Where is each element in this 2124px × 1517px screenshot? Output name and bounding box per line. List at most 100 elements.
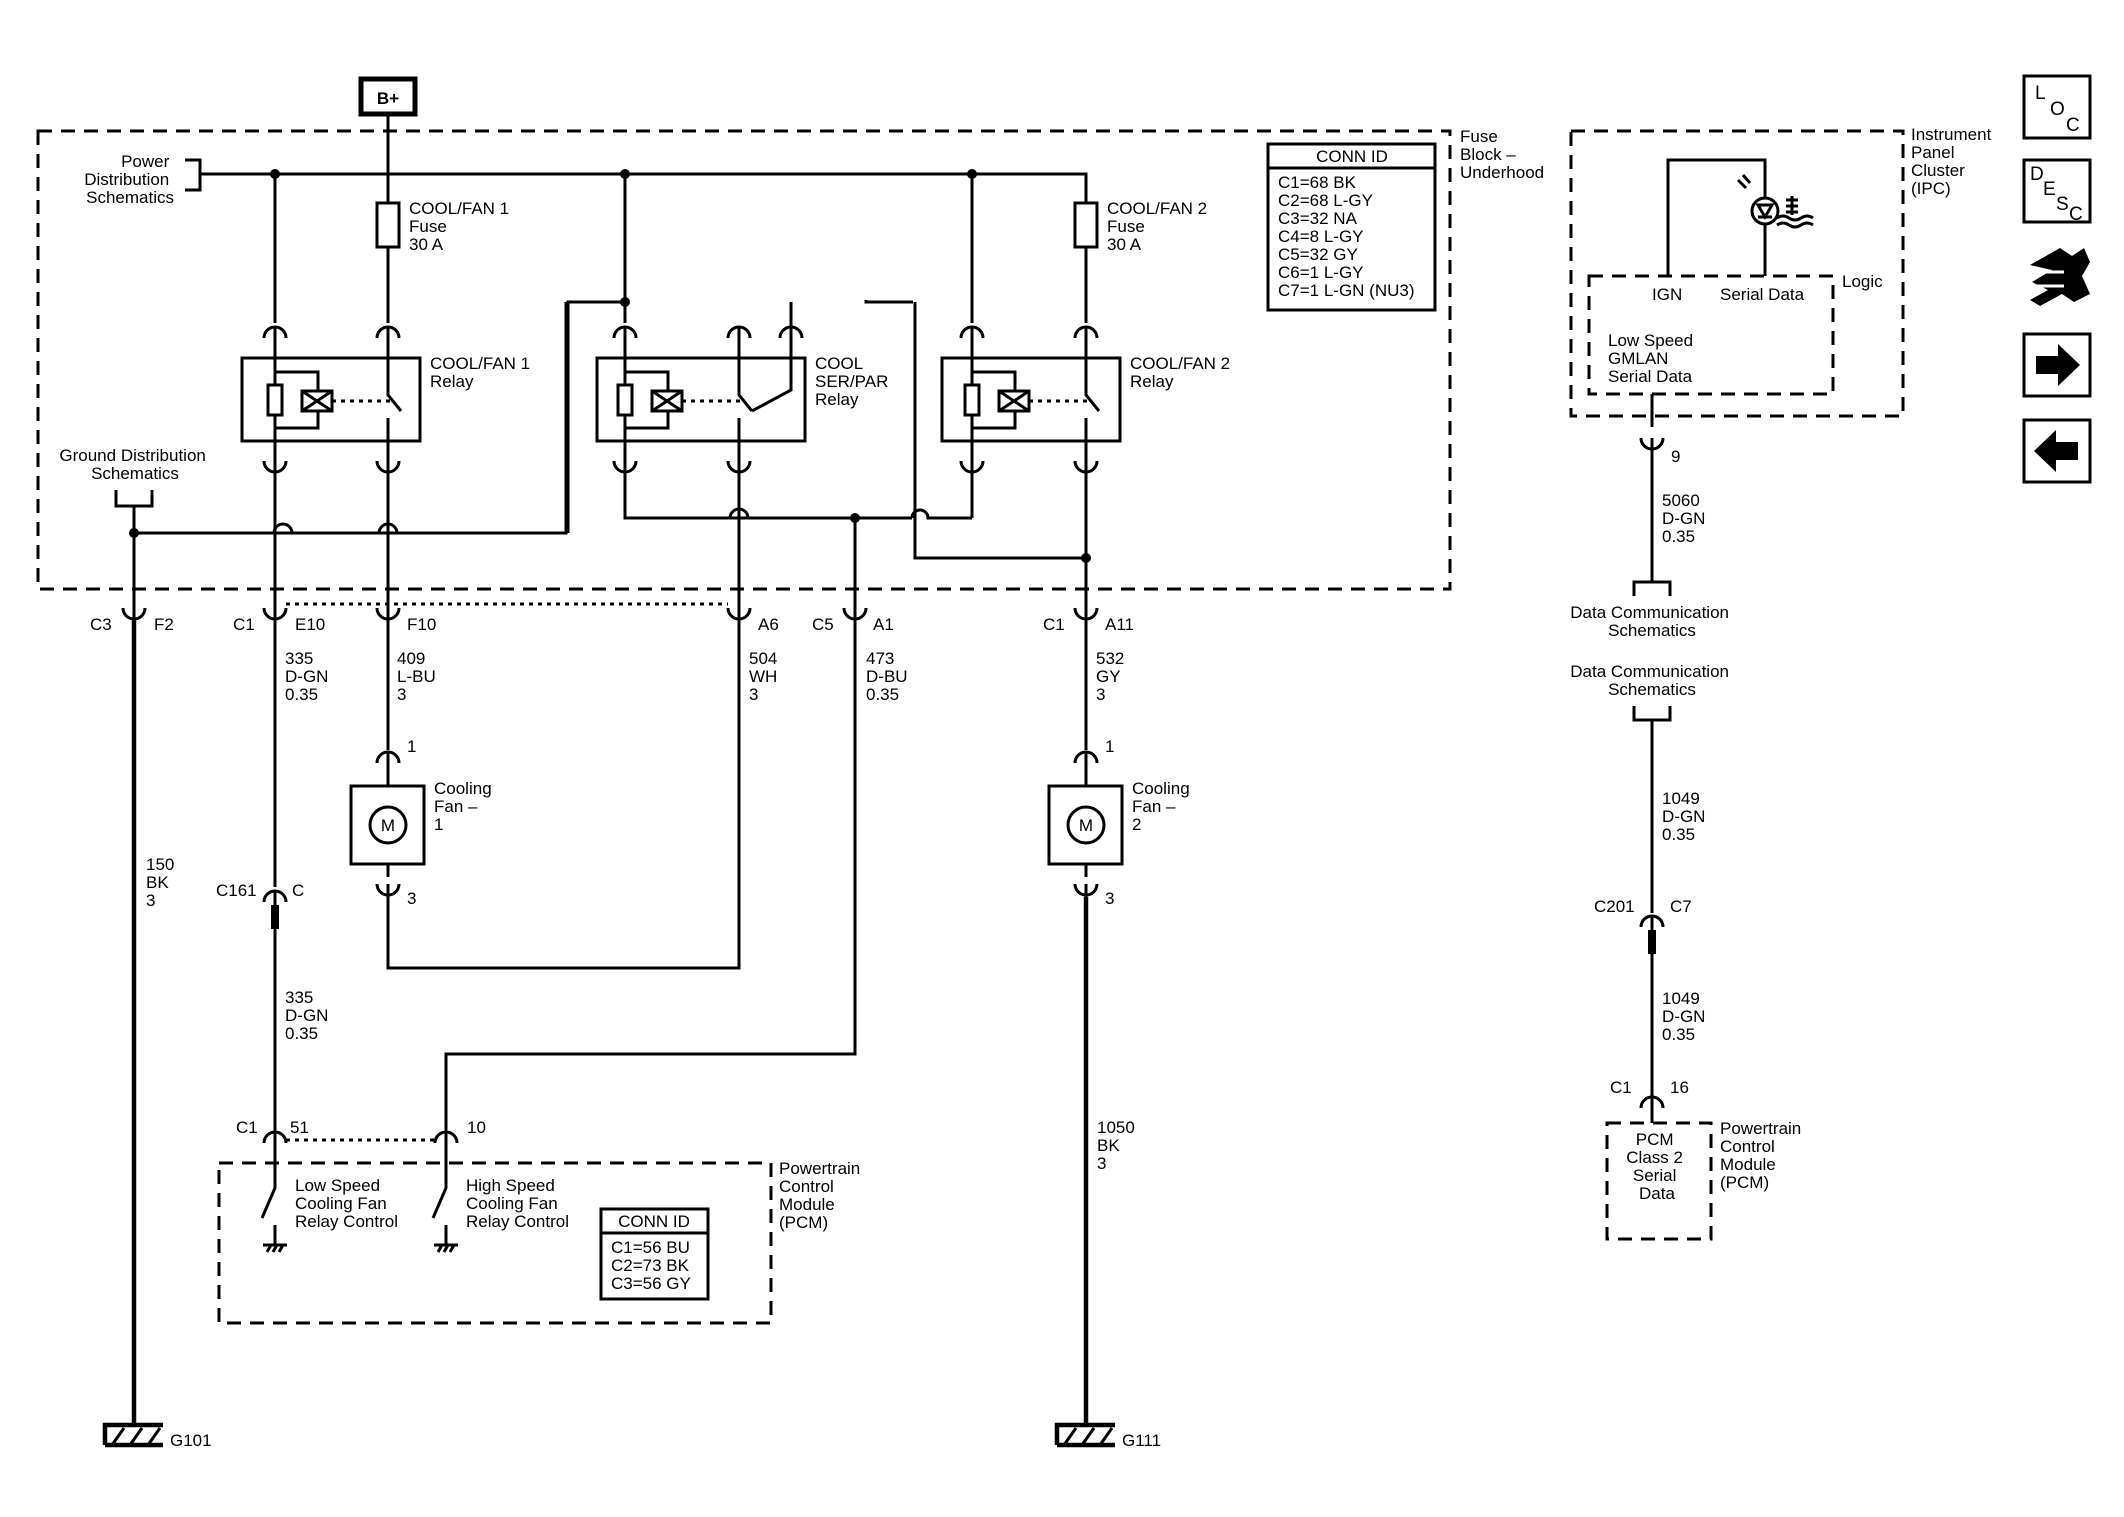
pcm-high-speed-switch	[431, 1163, 458, 1253]
conn-a6: A6	[758, 615, 779, 634]
fuse-cool-fan-1	[375, 201, 401, 249]
wire-335-a-label: 335 D-GN 0.35	[285, 649, 333, 704]
svg-text:C: C	[2069, 204, 2083, 225]
fuse-block-connectors	[121, 590, 1099, 621]
wire-150-label: 150 BK 3	[146, 855, 179, 910]
ground-distribution-bracket	[114, 490, 154, 600]
svg-text:C3=56 GY: C3=56 GY	[611, 1274, 691, 1293]
fan-1-motor-symbol: M	[381, 816, 395, 835]
pcm-boundary	[217, 1161, 773, 1325]
loc-button[interactable]: L O C	[2022, 74, 2092, 140]
svg-text:C4=8 L-GY: C4=8 L-GY	[1278, 227, 1364, 246]
conn-c5: C5	[812, 615, 834, 634]
fan-1-pin-1: 1	[407, 737, 416, 756]
relay-cool-fan-2-label: COOL/FAN 2 Relay	[1130, 354, 1235, 391]
pcm-conn-c1: C1	[236, 1118, 258, 1137]
svg-text:CONN ID: CONN ID	[1316, 147, 1388, 166]
conn-c7-label: C7	[1670, 897, 1692, 916]
fuse-block-boundary	[36, 129, 1452, 591]
pcm-conn-id: CONN ID C1=56 BU C2=73 BK C3=56 GY	[599, 1207, 710, 1301]
wire-473-label: 473 D-BU 0.35	[866, 649, 912, 704]
svg-text:O: O	[2050, 99, 2065, 120]
coolant-lamp-icon	[1736, 174, 1814, 229]
pcm-high-speed-label: High Speed Cooling Fan Relay Control	[466, 1176, 569, 1231]
ground-distribution-label: Ground Distribution Schematics	[59, 446, 210, 483]
ipc-boundary	[1569, 129, 1905, 418]
relay-cool-fan-1	[240, 356, 422, 443]
svg-text:S: S	[2056, 194, 2069, 215]
svg-text:C: C	[2066, 115, 2080, 136]
svg-text:C5=32 GY: C5=32 GY	[1278, 245, 1358, 264]
fan-2-motor-symbol: M	[1079, 816, 1093, 835]
pcm-right-boundary	[1605, 1121, 1713, 1241]
svg-text:CONN ID: CONN ID	[618, 1212, 690, 1231]
conn-f10: F10	[407, 615, 436, 634]
ipc-logic-label: Logic	[1842, 272, 1883, 291]
relay-cool-fan-2	[940, 356, 1122, 443]
conn-c1-a: C1	[233, 615, 255, 634]
arrow-left-button[interactable]	[2022, 418, 2092, 484]
fan-2-pin-3: 3	[1105, 889, 1114, 908]
power-distribution-bracket	[185, 158, 1088, 303]
pin-16-label: 16	[1670, 1078, 1689, 1097]
svg-text:C2=68 L-GY: C2=68 L-GY	[1278, 191, 1373, 210]
relay-cool-ser-par-label: COOL SER/PAR Relay	[815, 354, 893, 409]
svg-text:D: D	[2030, 164, 2044, 185]
svg-text:E: E	[2043, 179, 2056, 200]
conn-c3: C3	[90, 615, 112, 634]
conn-f2: F2	[154, 615, 174, 634]
relay-cool-fan-1-label: COOL/FAN 1 Relay	[430, 354, 535, 391]
ipc-ign-label: IGN	[1652, 285, 1682, 304]
wire-5060-label: 5060 D-GN 0.35	[1662, 491, 1710, 546]
wire-532-label: 532 GY 3	[1096, 649, 1129, 704]
ground-g111-label: G111	[1122, 1431, 1161, 1450]
ground-g101	[102, 1422, 163, 1448]
relay-cool-ser-par	[595, 356, 807, 443]
fuse-cool-fan-2-label: COOL/FAN 2 Fuse 30 A	[1107, 199, 1212, 254]
ipc-serial-data-label: Serial Data	[1720, 285, 1805, 304]
relay-terminals	[262, 325, 1099, 474]
wire-1049-a-label: 1049 D-GN 0.35	[1662, 789, 1710, 844]
ipc-logic-boundary	[1587, 274, 1835, 396]
cooling-fan-2: M	[1047, 750, 1124, 897]
battery-label: B+	[377, 89, 399, 108]
fan-1-pin-3: 3	[407, 889, 416, 908]
wire-473	[444, 620, 857, 1130]
pcm-low-speed-switch	[260, 1163, 287, 1253]
pcm-right-title: Powertrain Control Module (PCM)	[1720, 1119, 1806, 1192]
svg-text:C7=1 L-GN (NU3): C7=1 L-GN (NU3)	[1278, 281, 1415, 300]
pcm-pin-51: 51	[290, 1118, 309, 1137]
cooling-fan-1-label: Cooling Fan – 1	[434, 779, 496, 834]
desc-button[interactable]: D E S C	[2022, 158, 2092, 225]
pcm-right-inner-label: PCM Class 2 Serial Data	[1626, 1130, 1687, 1203]
svg-text:C6=1 L-GY: C6=1 L-GY	[1278, 263, 1364, 282]
fan-2-pin-1: 1	[1105, 737, 1114, 756]
conn-c201-label: C201	[1594, 897, 1635, 916]
ground-g101-label: G101	[170, 1431, 212, 1450]
pcm-title: Powertrain Control Module (PCM)	[779, 1159, 865, 1232]
data-comm-bottom-label: Data Communication Schematics	[1570, 662, 1733, 699]
pcm-pin-10: 10	[467, 1118, 486, 1137]
ipc-title: Instrument Panel Cluster (IPC)	[1911, 125, 1996, 198]
fuse-block-conn-id: CONN ID C1=68 BK C2=68 L-GY C3=32 NA C4=…	[1266, 142, 1437, 312]
wire-335-b-label: 335 D-GN 0.35	[285, 988, 333, 1043]
power-distribution-label: Power Distribution Schematics	[84, 152, 174, 207]
fuse-cool-fan-1-label: COOL/FAN 1 Fuse 30 A	[409, 199, 514, 254]
svg-text:C3=32 NA: C3=32 NA	[1278, 209, 1358, 228]
wire-1050-label: 1050 BK 3	[1097, 1118, 1140, 1173]
arrow-left-icon	[2034, 430, 2078, 472]
wire-504-label: 504 WH 3	[749, 649, 782, 704]
conn-c161-pin: C	[292, 881, 304, 900]
svg-text:C2=73 BK: C2=73 BK	[611, 1256, 690, 1275]
pcm-connector-c1	[262, 1130, 459, 1163]
ipc-pin-9: 9	[1671, 447, 1680, 466]
conn-c161-label: C161	[216, 881, 257, 900]
wire-409-label: 409 L-BU 3	[397, 649, 440, 704]
connector-icon[interactable]	[2030, 248, 2090, 306]
conn-e10: E10	[295, 615, 325, 634]
arrow-right-button[interactable]	[2022, 332, 2092, 398]
conn-a1: A1	[873, 615, 894, 634]
ipc-gmlan-label: Low Speed GMLAN Serial Data	[1608, 331, 1698, 386]
conn-c1-b: C1	[1043, 615, 1065, 634]
